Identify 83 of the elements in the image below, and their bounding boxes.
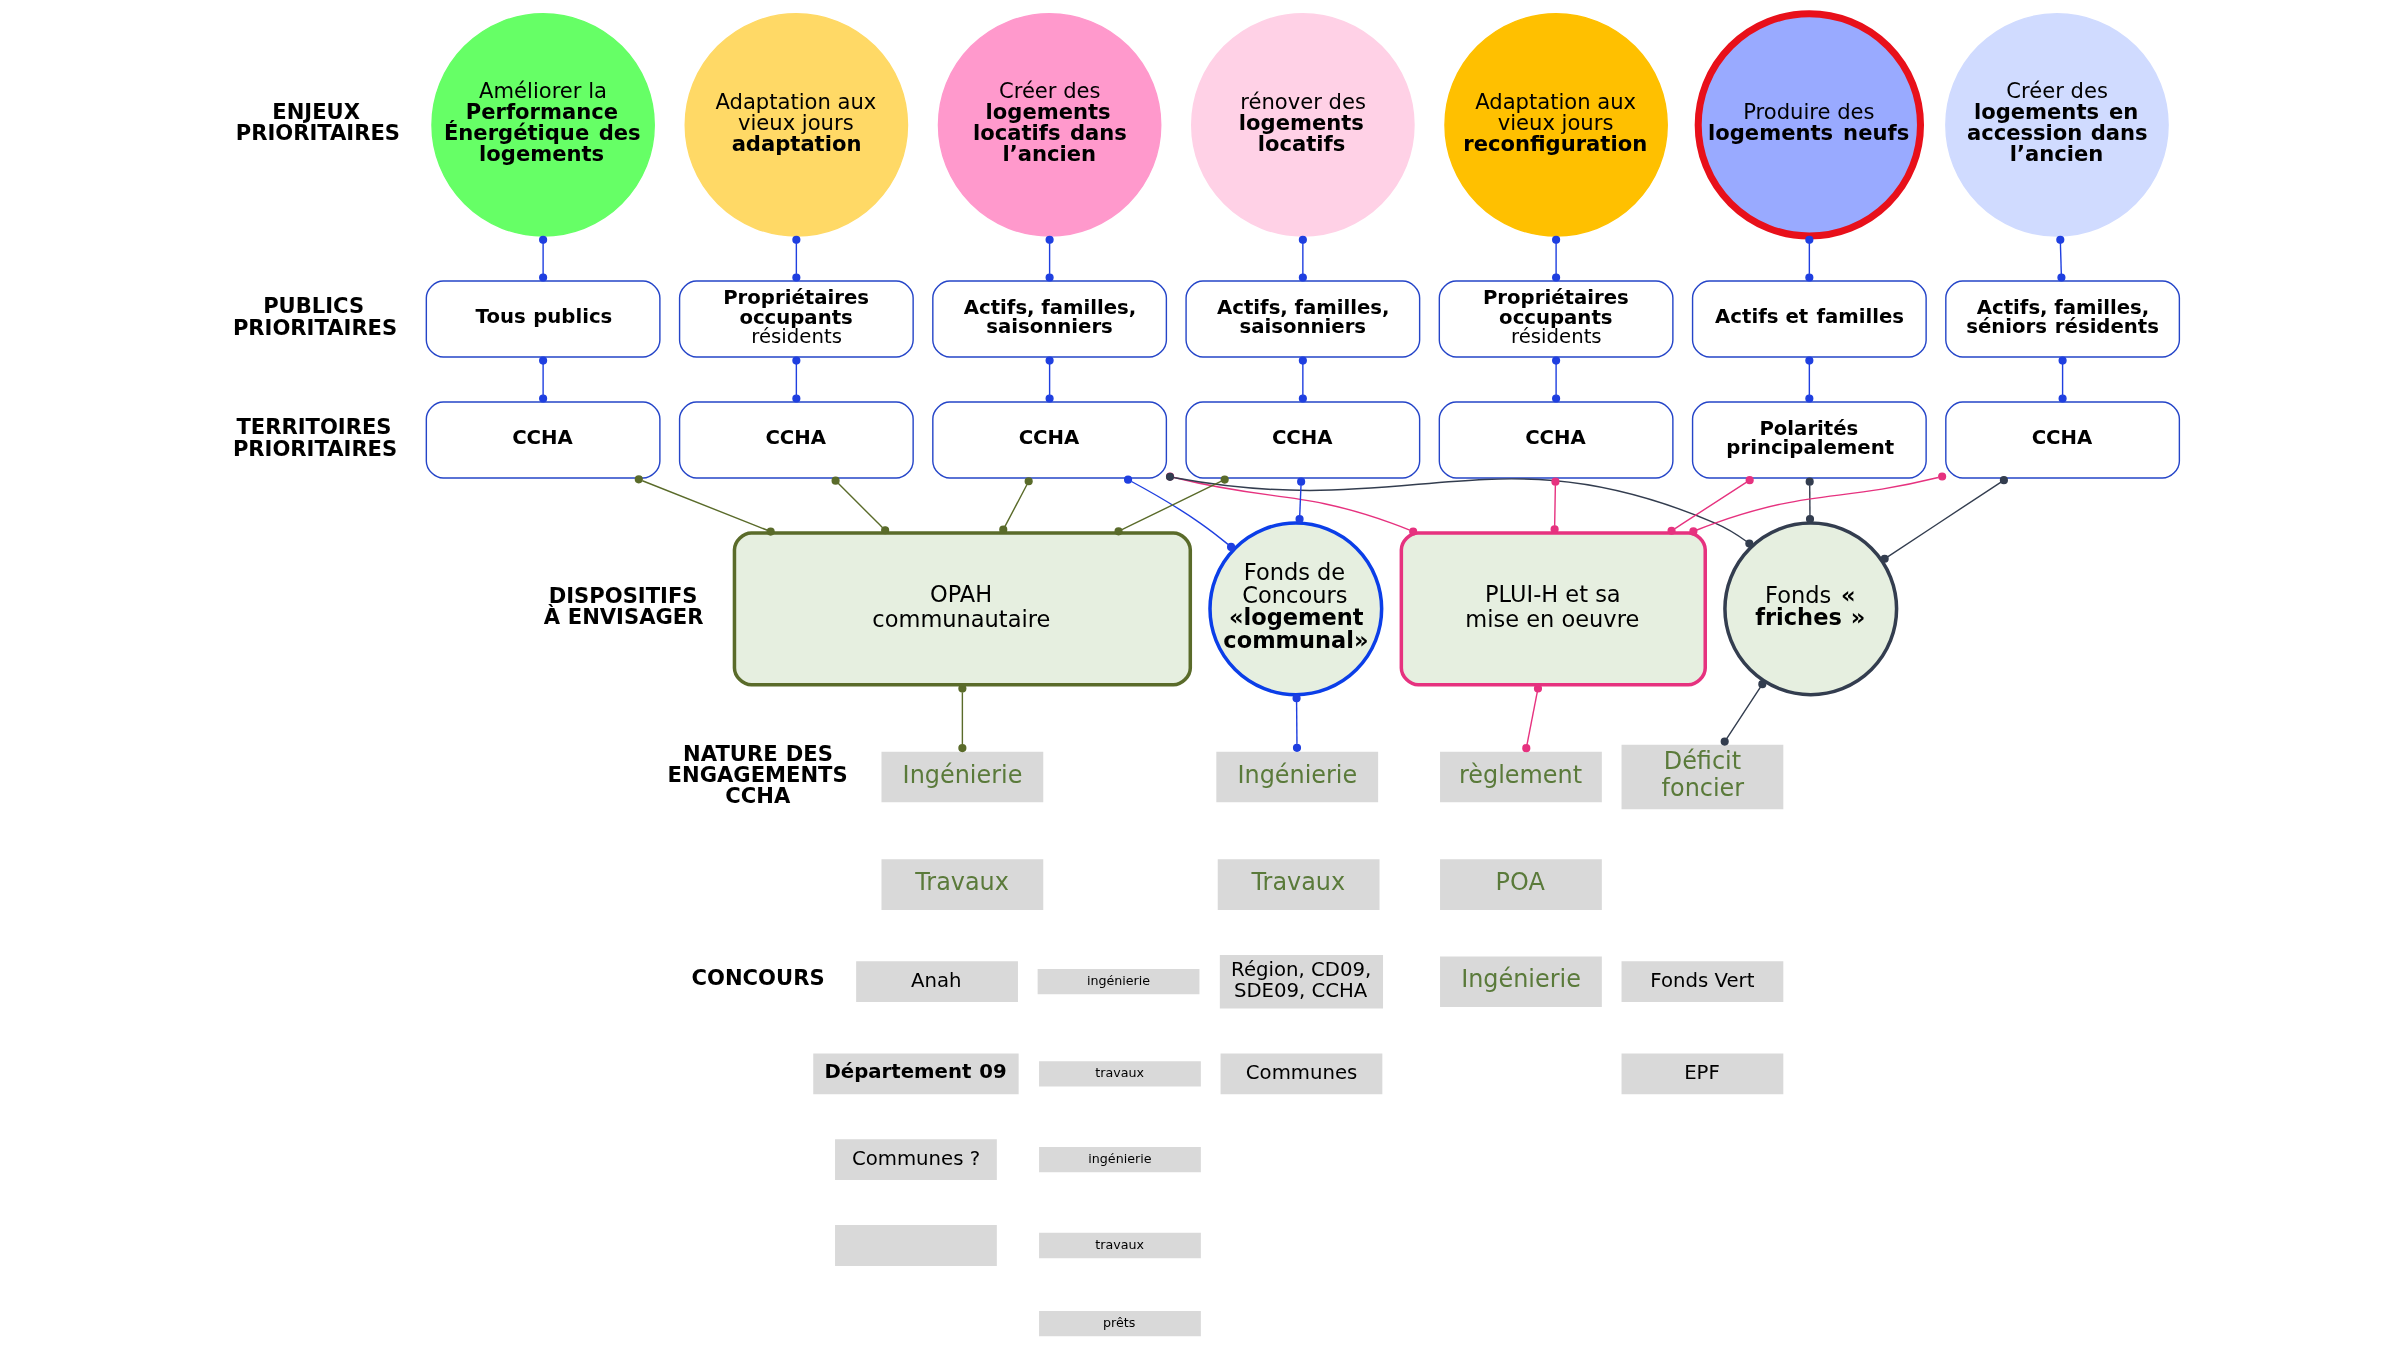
node-box: Déficit foncier xyxy=(1621,744,1783,810)
node-box xyxy=(834,1225,997,1266)
node-box: Ingénierie xyxy=(881,751,1043,803)
label: NATURE DES ENGAGEMENTS CCHA xyxy=(667,740,848,809)
node-box: Travaux xyxy=(881,859,1043,910)
node-box: CCHA xyxy=(1944,401,2180,479)
node-circle: Créer des logements locatifs dans l’ancien xyxy=(937,13,1161,237)
node-box: CCHA xyxy=(931,401,1167,479)
connector xyxy=(1804,356,1813,403)
node-box: Ingénierie xyxy=(1215,751,1378,803)
node-circle: rénover des logements locatifs xyxy=(1190,13,1415,237)
connector xyxy=(1550,477,1559,534)
node-box: Propriétaires occupants résidents xyxy=(1438,280,1674,358)
node-box: PLUI-H et sa mise en oeuvre xyxy=(1399,531,1707,687)
label: TERRITOIRES PRIORITAIRES xyxy=(232,414,397,461)
node-circle: Adaptation aux vieux jours adaptation xyxy=(684,13,908,237)
node-box: règlement xyxy=(1439,751,1602,803)
connector xyxy=(2058,356,2067,403)
connector xyxy=(831,476,889,535)
connector xyxy=(1045,235,1054,282)
node-box: Propriétaires occupants résidents xyxy=(678,280,914,358)
node-circle: Adaptation aux vieux jours reconfiguration xyxy=(1443,13,1668,237)
node-box: POA xyxy=(1439,859,1602,910)
node-box: Actifs, familles, saisonniers xyxy=(931,280,1167,358)
connector xyxy=(998,477,1033,534)
node-circle: Créer des logements en accession dans l’ancien xyxy=(1944,13,2169,237)
node-box: Actifs, familles, séniors résidents xyxy=(1944,280,2180,358)
connector xyxy=(2055,235,2065,282)
node-box: EPF xyxy=(1621,1053,1783,1095)
connector xyxy=(1045,356,1054,403)
connector xyxy=(957,684,966,753)
node-box: prêts xyxy=(1038,1310,1201,1337)
label: PUBLICS PRIORITAIRES xyxy=(232,293,397,340)
node-box: CCHA xyxy=(678,401,914,479)
node-box: travaux xyxy=(1038,1061,1201,1087)
node-circle: Produire des logements neufs xyxy=(1694,10,1924,240)
node-box: CCHA xyxy=(1438,401,1674,479)
node-box: Fonds Vert xyxy=(1621,961,1783,1003)
node-box: Région, CD09, SDE09, CCHA xyxy=(1219,955,1383,1009)
node-circle: Améliorer la Performance Énergétique des logements xyxy=(430,13,655,237)
node-box: Travaux xyxy=(1217,859,1380,910)
connector xyxy=(1295,477,1305,524)
node-box: Département 09 xyxy=(812,1053,1019,1095)
label: CONCOURS xyxy=(691,965,825,991)
connector xyxy=(1521,684,1542,753)
node-circle: Fonds « friches » xyxy=(1722,521,1898,697)
connector xyxy=(1688,472,1946,536)
node-circle: Fonds de Concours «logement communal» xyxy=(1207,521,1383,697)
node-box: Communes xyxy=(1220,1053,1382,1095)
connector xyxy=(791,356,800,403)
node-box: CCHA xyxy=(1184,401,1420,479)
node-box: Ingénierie xyxy=(1439,956,1602,1008)
connector xyxy=(1720,680,1766,746)
node-box: Polarités principalement xyxy=(1691,401,1927,479)
connector xyxy=(1165,472,1417,536)
connector xyxy=(1113,475,1229,536)
label: ENJEUX PRIORITAIRES xyxy=(235,99,400,146)
node-box: Actifs, familles, saisonniers xyxy=(1184,280,1420,358)
connector xyxy=(1292,694,1301,752)
connector xyxy=(1666,476,1754,535)
connector xyxy=(1551,356,1560,403)
label: DISPOSITIFS À ENVISAGER xyxy=(543,583,703,630)
connector xyxy=(791,235,800,282)
node-box: ingénierie xyxy=(1037,969,1199,995)
connector xyxy=(1298,235,1307,282)
connector xyxy=(1298,356,1307,403)
node-box: OPAH communautaire xyxy=(732,531,1192,687)
connector xyxy=(634,475,775,536)
node-box: ingénierie xyxy=(1038,1147,1201,1173)
connector xyxy=(1165,472,1753,548)
connector xyxy=(1880,476,2008,563)
node-box: CCHA xyxy=(425,401,661,479)
connector xyxy=(1551,235,1560,282)
node-box: Actifs et familles xyxy=(1691,280,1927,358)
connector xyxy=(1805,477,1814,524)
node-box: Communes ? xyxy=(834,1139,997,1181)
node-box: Tous publics xyxy=(425,280,661,358)
connector xyxy=(538,235,547,282)
connector xyxy=(538,356,547,403)
connector xyxy=(1804,235,1813,282)
connector xyxy=(1123,475,1235,551)
node-box: Anah xyxy=(855,961,1018,1003)
node-box: travaux xyxy=(1038,1232,1201,1259)
